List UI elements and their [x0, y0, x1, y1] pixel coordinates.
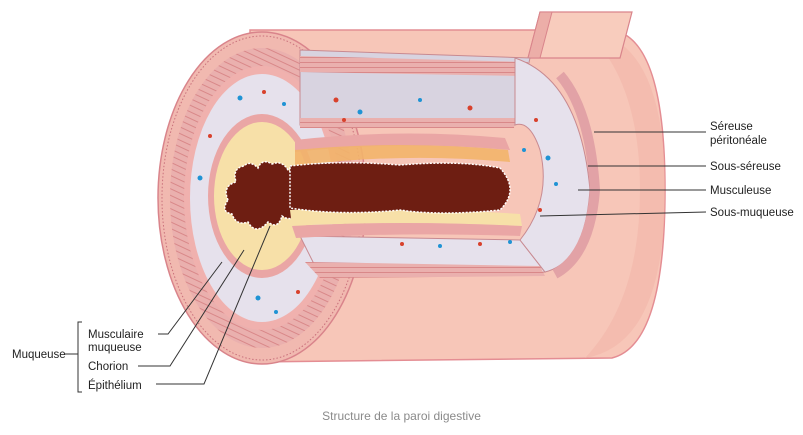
- label-sous-sereuse: Sous-séreuse: [710, 161, 781, 173]
- label-musculeuse: Musculeuse: [710, 185, 771, 197]
- figure-caption: Structure de la paroi digestive: [0, 409, 803, 423]
- label-musculaire-2: muqueuse: [88, 342, 142, 354]
- label-sous-muqueuse: Sous-muqueuse: [710, 207, 794, 219]
- label-chorion: Chorion: [88, 361, 128, 373]
- label-muqueuse: Muqueuse: [12, 349, 66, 361]
- serosa-flap: [528, 12, 632, 58]
- label-musculaire-1: Musculaire: [88, 329, 144, 341]
- label-sereuse-1: Séreuse: [710, 121, 753, 133]
- label-sereuse-2: péritonéale: [710, 135, 767, 147]
- label-epithelium: Épithélium: [88, 379, 142, 392]
- cutaway-window: [290, 50, 595, 278]
